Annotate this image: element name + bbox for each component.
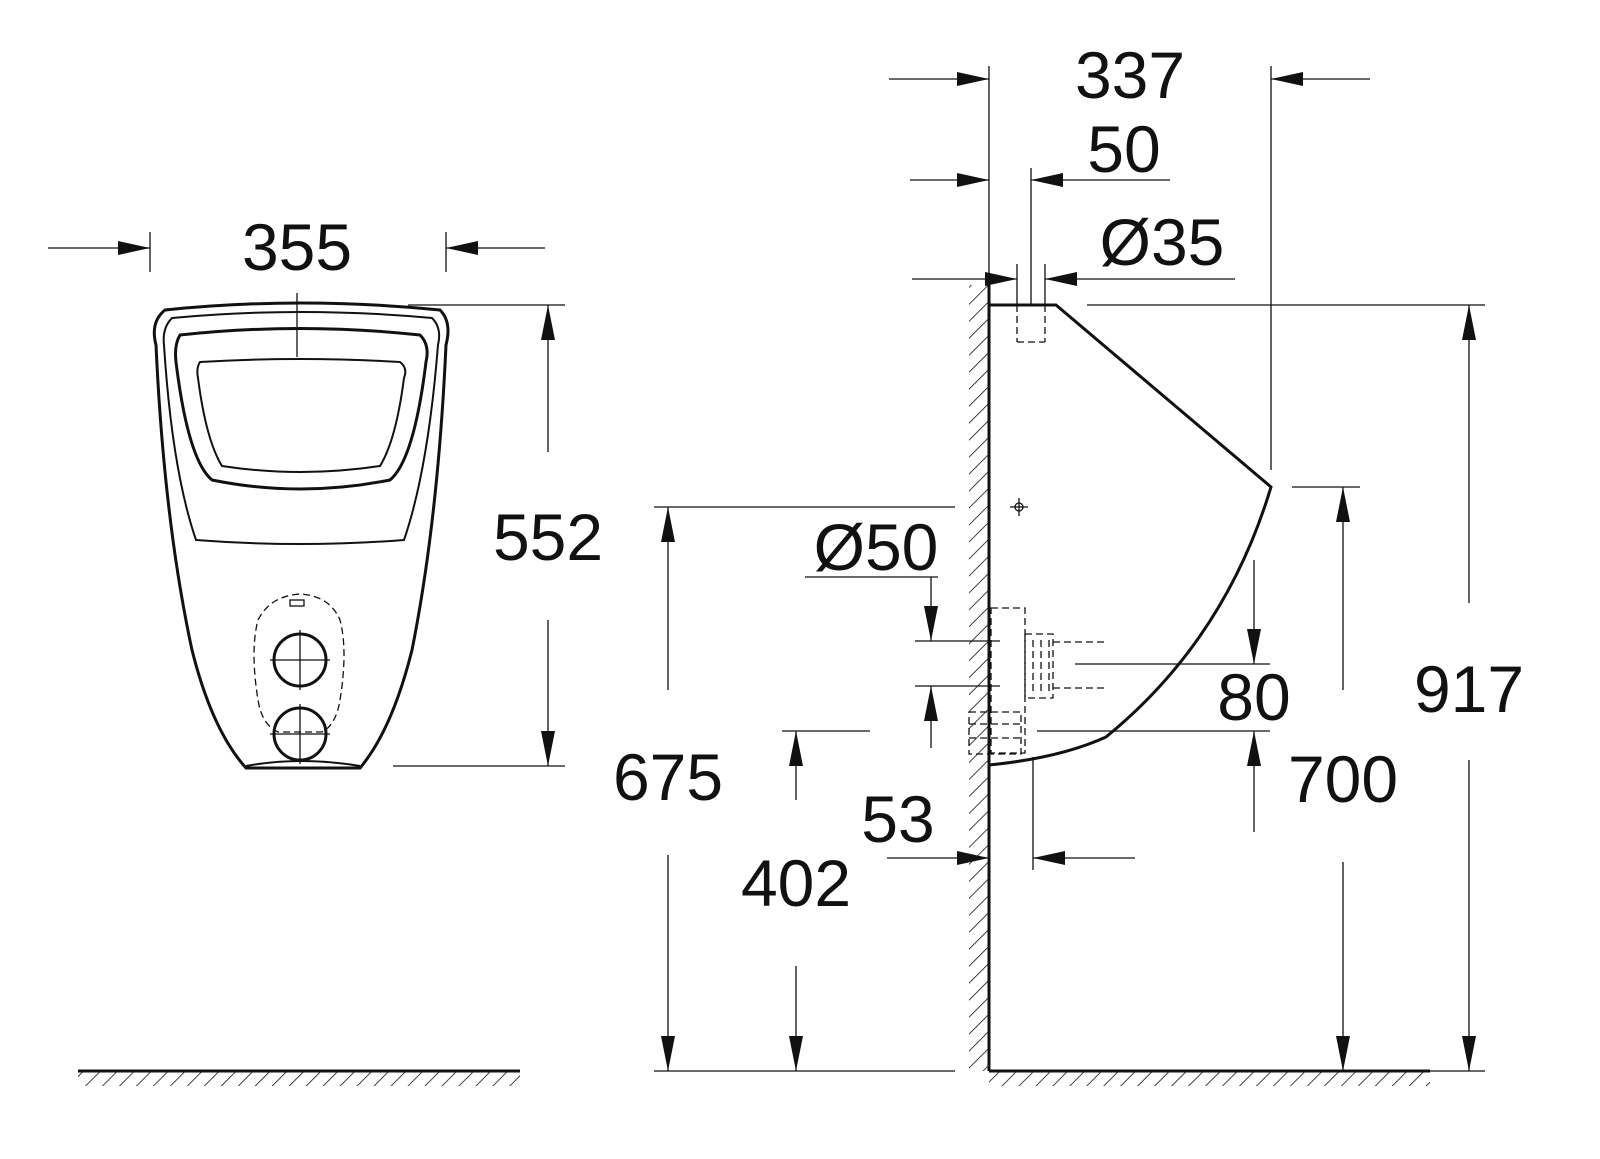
dim-total-height-label: 917 [1414, 652, 1524, 726]
dim-rim-to-outlet-label: 80 [1217, 660, 1290, 734]
dim-rim-height: 700 [1288, 486, 1398, 1071]
side-inlet-pipe [1016, 305, 1046, 343]
side-wall-hatch [969, 285, 988, 1071]
front-upper-outlet [270, 630, 330, 690]
dim-inlet-diameter: Ø35 [912, 205, 1235, 305]
dim-side-depth-label: 337 [1075, 38, 1185, 112]
dim-outlet-projection-label: 53 [861, 782, 934, 856]
front-view [78, 293, 520, 1086]
dim-front-height-label: 552 [493, 500, 603, 574]
dim-front-height: 552 [393, 304, 603, 767]
front-bowl-recess [196, 358, 407, 473]
dim-bottom-height-label: 402 [741, 846, 851, 920]
dim-bottom-height: 402 [741, 730, 870, 1071]
dim-front-width-label: 355 [242, 210, 352, 284]
side-outlet-assembly [968, 607, 1108, 755]
dim-outlet-height: 675 [613, 506, 955, 1072]
dim-outlet-diameter-label: Ø50 [814, 510, 939, 584]
dim-outlet-projection: 53 [861, 757, 1135, 870]
dim-rim-height-label: 700 [1288, 742, 1398, 816]
dim-inlet-offset: 50 [910, 112, 1170, 305]
side-fixing-point [1010, 498, 1028, 516]
front-outlet-slot [289, 599, 305, 607]
dim-inlet-offset-label: 50 [1087, 112, 1160, 186]
front-outlet-cover [253, 593, 345, 733]
front-rim-inner [162, 311, 441, 545]
front-bottom-edge [245, 760, 361, 767]
side-body-profile [988, 303, 1273, 767]
front-bowl-loop [174, 327, 429, 491]
front-body-outline [152, 301, 450, 770]
side-floor-hatch [989, 1072, 1430, 1086]
dim-front-width: 355 [48, 210, 545, 284]
dim-rim-to-outlet: 80 [1037, 560, 1291, 832]
dim-outlet-height-label: 675 [613, 740, 723, 814]
side-view [968, 285, 1430, 1086]
front-floor-hatch [78, 1072, 520, 1086]
front-lower-outlet [270, 704, 330, 764]
dim-inlet-diameter-label: Ø35 [1100, 205, 1225, 279]
dim-outlet-diameter: Ø50 [805, 510, 1000, 748]
dim-total-height: 917 [1087, 304, 1524, 1072]
dim-side-depth: 337 [889, 38, 1370, 470]
